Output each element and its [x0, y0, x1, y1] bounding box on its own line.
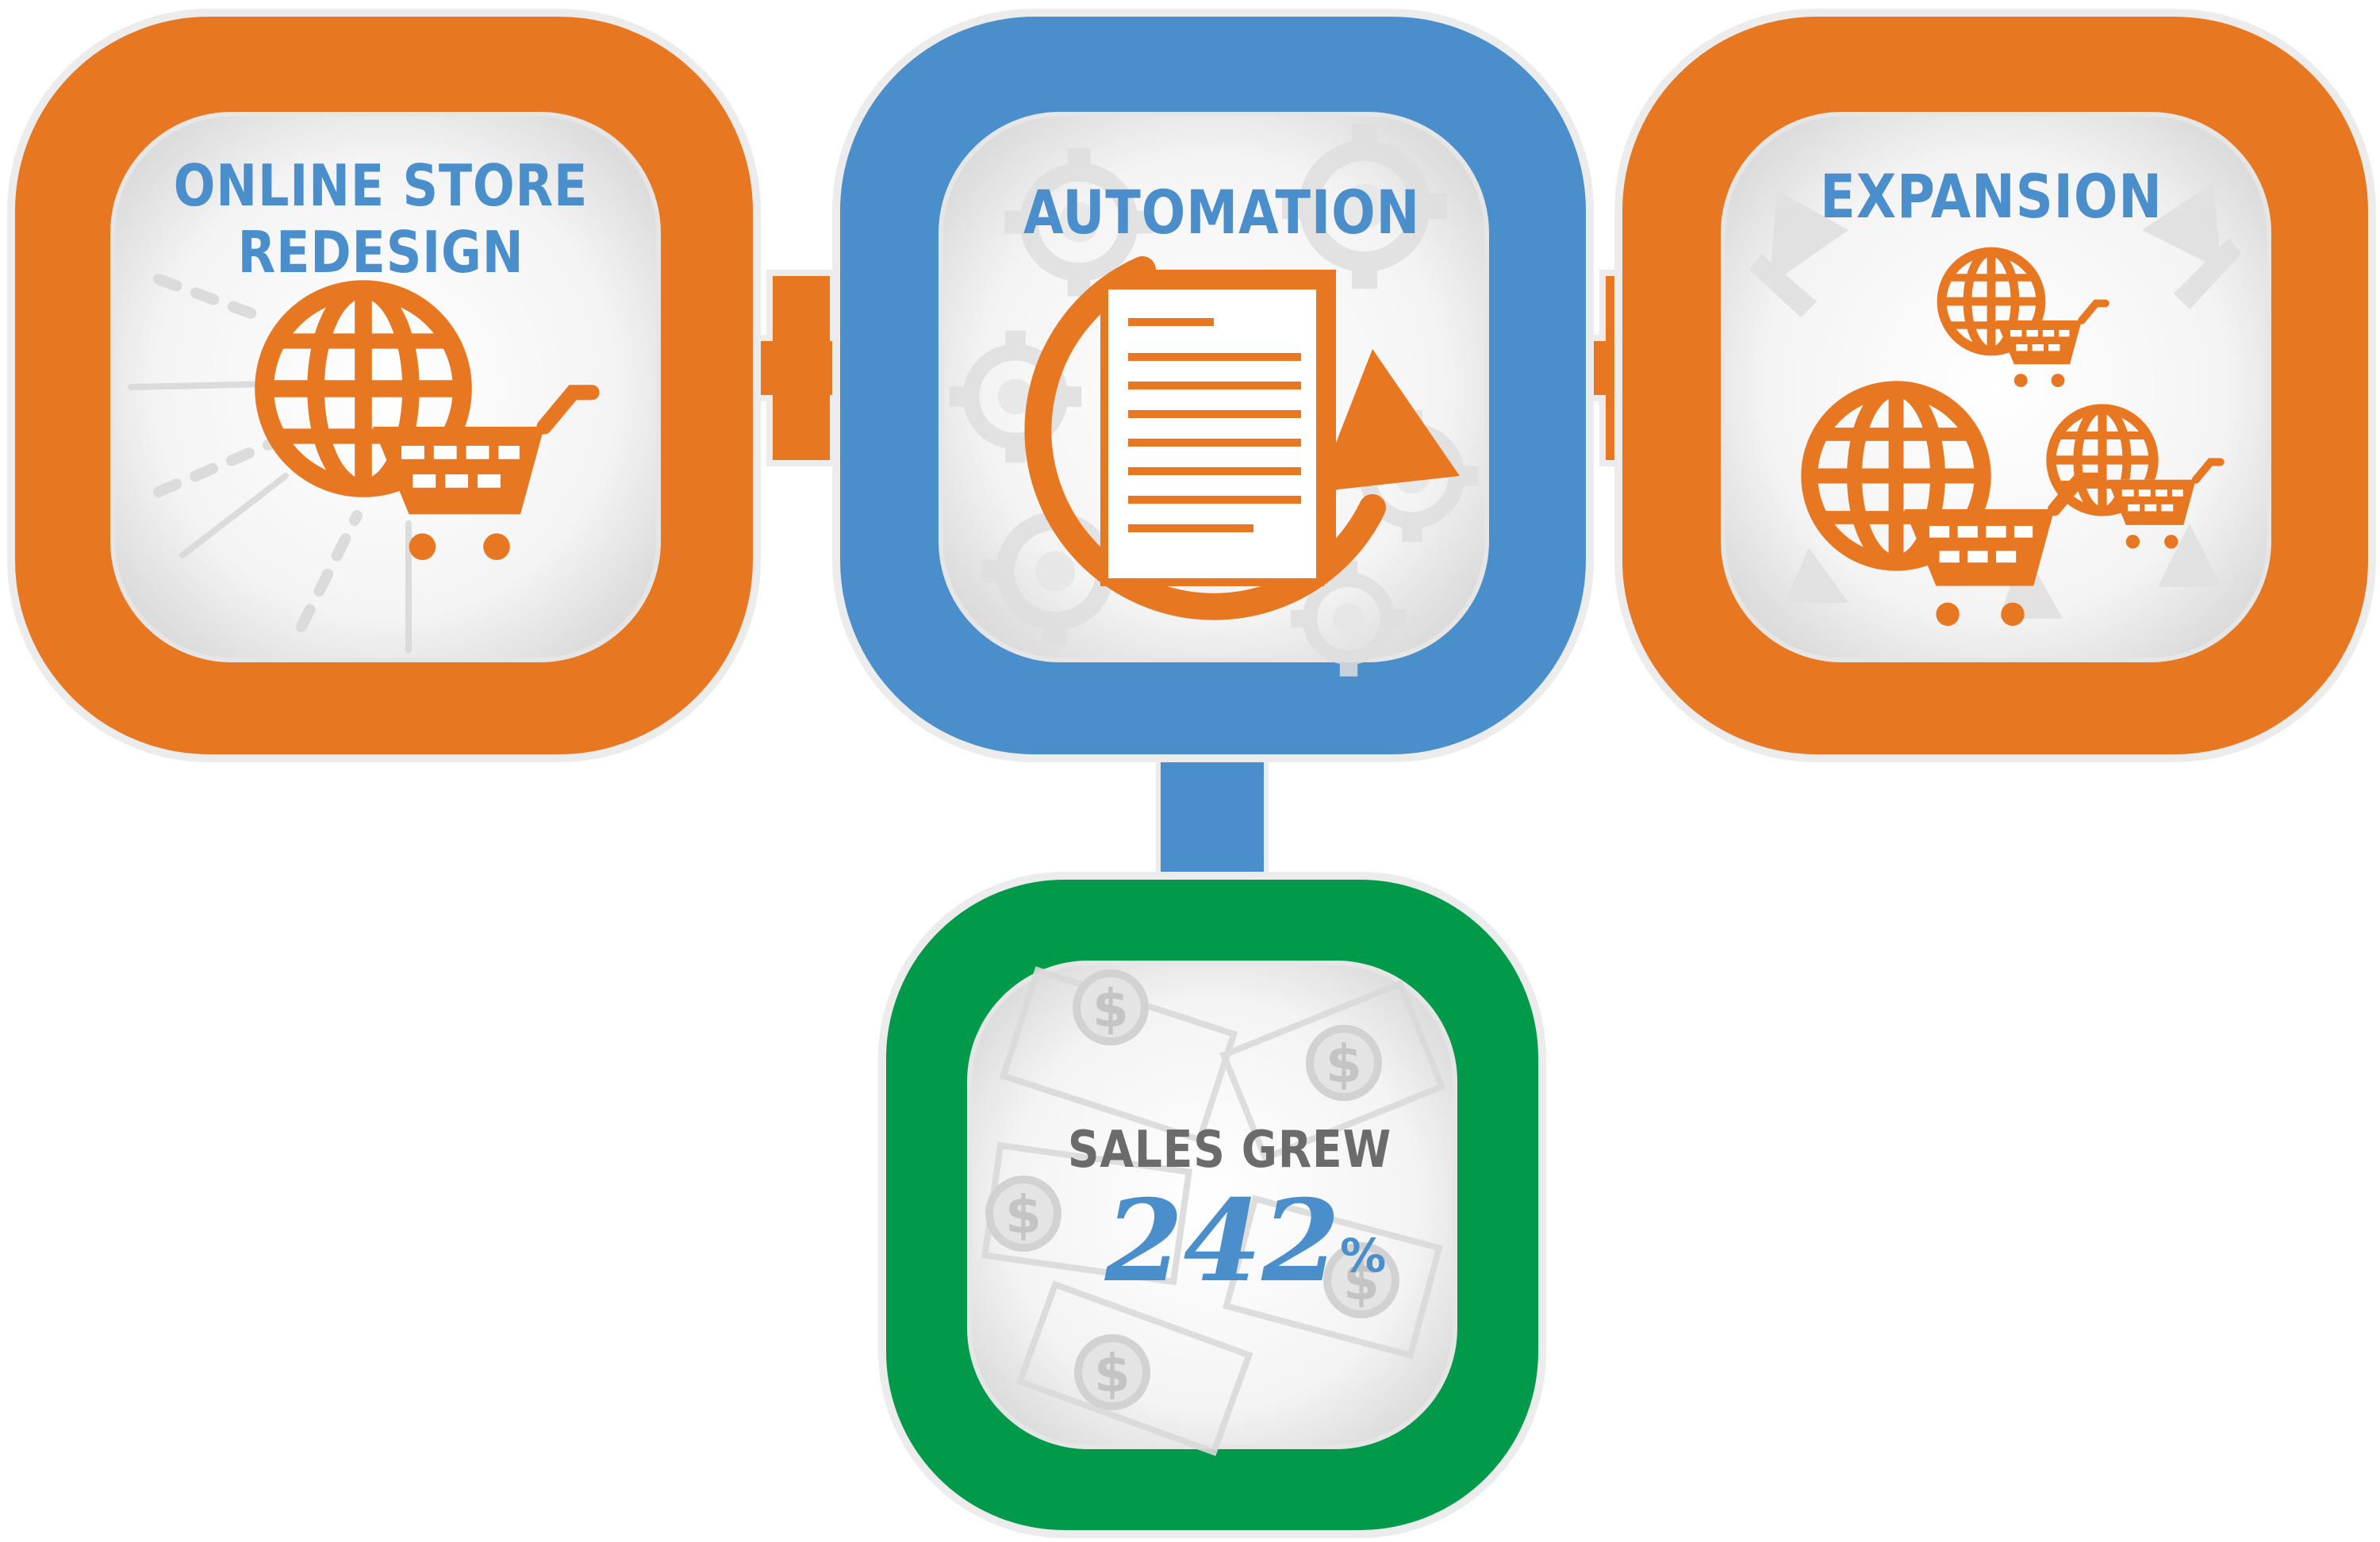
result-unit: % [1340, 1229, 1387, 1283]
label-line: REDESIGN [237, 219, 524, 286]
label-line: AUTOMATION [1023, 177, 1421, 247]
step-expansion [1614, 9, 2376, 762]
label-line: EXPANSION [1820, 161, 2163, 232]
step-automation [832, 9, 1594, 762]
document-cycle-icon [1024, 256, 1460, 620]
step-label-automation: AUTOMATION [990, 179, 1454, 246]
label-line: ONLINE STORE [173, 152, 589, 219]
result-value: 242% [1079, 1182, 1412, 1301]
step-label-expansion: EXPANSION [1779, 163, 2202, 230]
step-label-online-store-redesign: ONLINE STORE REDESIGN [163, 152, 599, 286]
result-number: 242 [1104, 1176, 1341, 1307]
result-sales-grew [878, 872, 1546, 1538]
result-label: SALES GREW [1067, 1121, 1392, 1180]
step-online-store-redesign [7, 9, 761, 762]
